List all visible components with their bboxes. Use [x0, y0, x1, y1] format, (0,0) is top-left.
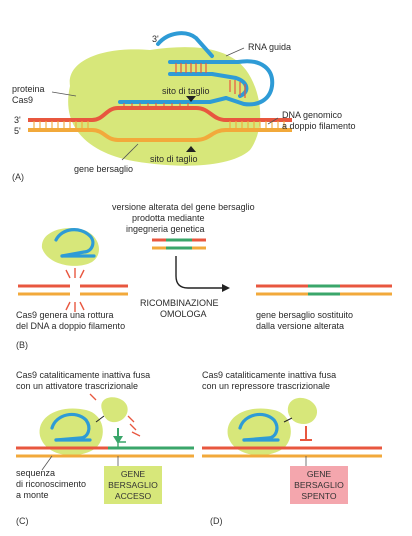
guide-rna-label: RNA guida	[248, 42, 291, 52]
recognition-seq-label-1: sequenza	[16, 468, 55, 478]
panel-d-title-2: con un repressore trascrizionale	[202, 381, 330, 391]
recombination-arrow	[175, 256, 222, 289]
guide-rna-loop-pairs	[229, 80, 246, 98]
prime-top-label: 3'	[152, 34, 159, 44]
protein-label-2: Cas9	[12, 95, 33, 105]
gene-off-box	[290, 466, 348, 504]
protein-label-1: proteina	[12, 84, 45, 94]
panel-d-label: (D)	[210, 516, 223, 526]
recombination-label-2: OMOLOGA	[160, 309, 207, 319]
target-gene-leader	[121, 143, 139, 161]
genomic-leader	[267, 117, 279, 125]
repression-symbol	[300, 426, 312, 441]
gene-on-line-2: BERSAGLIO	[108, 480, 158, 490]
cut-site-top-label: sito di taglio	[162, 86, 210, 96]
panel-c-title-1: Cas9 cataliticamente inattiva fusa	[16, 370, 150, 380]
guide-rna-stem-pairs	[175, 63, 207, 73]
recombination-arrowhead	[222, 284, 230, 292]
repressor-link	[283, 417, 293, 423]
gene-on-line-3: ACCESO	[115, 491, 152, 501]
cut-site-bottom-marker	[186, 146, 196, 152]
gene-off-line-2: BERSAGLIO	[294, 480, 344, 490]
recognition-seq-label-3: a monte	[16, 490, 49, 500]
genomic-dna-base-pairs	[33, 121, 285, 129]
activator-link	[95, 415, 105, 423]
target-gene-label: gene bersaglio	[74, 164, 133, 174]
gene-off-line-3: SPENTO	[301, 491, 336, 501]
panel-c: Cas9 cataliticamente inattiva fusa con u…	[16, 370, 194, 526]
replaced-gene-label-2: dalla versione alterata	[256, 321, 344, 331]
prime-5-label: 5'	[14, 126, 21, 136]
cut-site-bottom-label: sito di taglio	[150, 154, 198, 164]
panel-b-label: (B)	[16, 340, 28, 350]
replaced-gene-label-1: gene bersaglio sostituito	[256, 310, 353, 320]
guide-rna-hairpin-2	[210, 72, 249, 98]
panel-d-title-1: Cas9 cataliticamente inattiva fusa	[202, 370, 336, 380]
genomic-dna-bottom-strand	[28, 128, 292, 142]
gene-off-line-1: GENE	[307, 469, 332, 479]
guide-rna-stem	[168, 60, 214, 76]
altered-gene-donor	[152, 238, 206, 250]
panel-c-label: (C)	[16, 516, 29, 526]
cut-site-top-marker	[186, 96, 196, 102]
recognition-seq-label-2: di riconoscimento	[16, 479, 86, 489]
altered-gene-label-3: ingegneria genetica	[126, 224, 205, 234]
guide-rna-leader	[225, 47, 245, 57]
guide-rna-strand	[156, 31, 214, 58]
guide-rna-tail	[118, 96, 228, 104]
panel-b: versione alterata del gene bersaglio pro…	[16, 202, 392, 350]
guide-rna-c	[50, 412, 91, 442]
activator-domain	[101, 397, 128, 423]
dna-c	[16, 446, 194, 458]
rna-dna-pairs	[123, 103, 189, 107]
recombination-label-1: RICOMBINAZIONE	[140, 298, 219, 308]
panel-c-title-2: con un attivatore trascrizionale	[16, 381, 138, 391]
repressor-domain	[287, 397, 318, 424]
gene-on-line-1: GENE	[121, 469, 146, 479]
genomic-dna-top-strand	[28, 106, 292, 122]
prime-3-label: 3'	[14, 115, 21, 125]
panel-d: Cas9 cataliticamente inattiva fusa con u…	[202, 370, 382, 526]
activation-arrowhead	[113, 436, 123, 444]
guide-rna-loop	[210, 59, 275, 107]
altered-gene-label-2: prodotta mediante	[132, 213, 205, 223]
gene-on-box	[104, 466, 162, 504]
broken-dna	[18, 284, 128, 296]
break-marks	[65, 268, 85, 312]
panel-a-label: (A)	[12, 172, 24, 182]
dna-d	[202, 446, 382, 458]
guide-rna-d	[238, 412, 279, 442]
transcription-start-c	[117, 441, 126, 448]
genomic-dna-label-1: DNA genomico	[282, 110, 342, 120]
genomic-dna-label-2: a doppio filamento	[282, 121, 356, 131]
activator-rays	[89, 393, 141, 437]
panel-a: 3' RNA guida proteina Cas9 sito di tagli…	[12, 31, 356, 182]
cas9-break-label-2: del DNA a doppio filamento	[16, 321, 125, 331]
recognition-seq-leader	[41, 455, 53, 471]
altered-gene-label-1: versione alterata del gene bersaglio	[112, 202, 255, 212]
replaced-gene-dna	[256, 284, 392, 296]
cas9-break-label-1: Cas9 genera una rottura	[16, 310, 114, 320]
guide-rna-small-b	[54, 228, 95, 258]
protein-leader	[51, 91, 77, 97]
